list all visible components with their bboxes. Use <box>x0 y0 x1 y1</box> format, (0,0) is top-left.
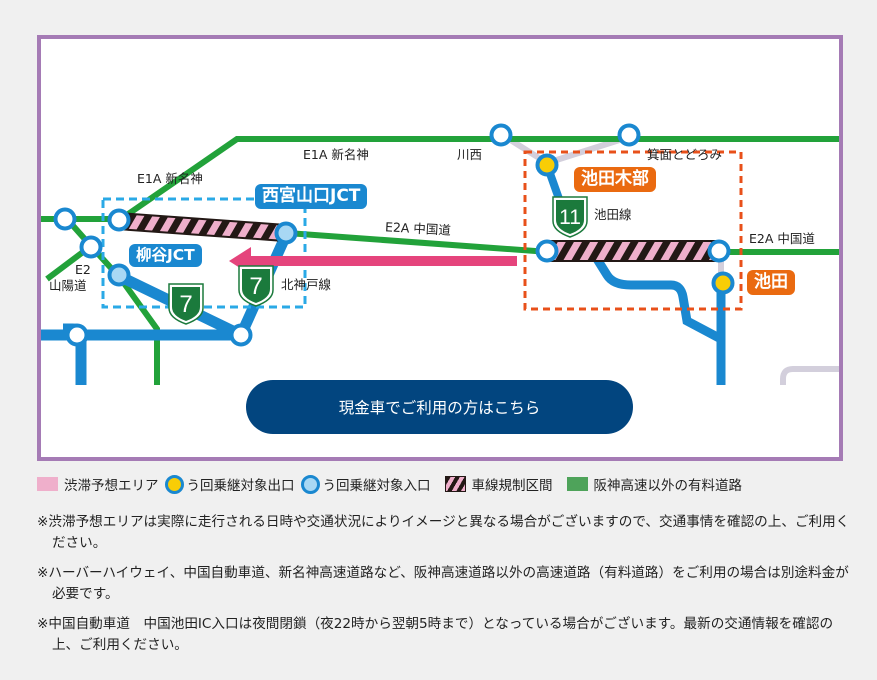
legend-label: う回乗継対象出口 <box>186 478 295 494</box>
route-map: 7 7 11 E1A 新名神 E1A 新名神 E2A 中国道 E2A 中国道 E… <box>37 35 843 461</box>
node-ikeda-exit <box>711 271 735 295</box>
exit-badge-ikeda: 池田 <box>747 270 795 295</box>
node-main-left <box>65 323 89 347</box>
svg-text:7: 7 <box>179 291 192 318</box>
note-night-closure: ※中国自動車道 中国池田IC入口は夜間閉鎖（夜22時から翌朝5時まで）となってい… <box>37 616 834 653</box>
label-e2a-right: E2A 中国道 <box>749 231 815 246</box>
label-e1a-left: E1A 新名神 <box>137 171 203 186</box>
map-legend: 渋滞予想エリア う回乗継対象出口 う回乗継対象入口 車線規制区間 阪神高速以外の… <box>37 474 756 494</box>
label-sanyo: 山陽道 <box>49 278 87 293</box>
lightblue-circle-icon <box>300 474 320 494</box>
node-nishinomiya-entry <box>274 221 298 245</box>
note-congestion: ※渋滞予想エリアは実際に走行される日時や交通状況によりイメージと異なる場合がござ… <box>37 514 850 551</box>
junction-area-box <box>101 197 307 309</box>
node-kawanishi <box>489 123 513 147</box>
node-yanagitani-entry <box>107 263 131 287</box>
hatch-swatch-icon <box>444 476 466 492</box>
legend-item-detour-entry: う回乗継対象入口 <box>300 474 431 494</box>
junction-badge-nishinomiya-yamaguchi: 西宮山口JCT <box>255 184 368 209</box>
note-other-toll: ※ハーバーハイウェイ、中国自動車道、新名神高速道路など、阪神高速道路以外の高速道… <box>37 565 849 602</box>
legend-label: う回乗継対象入口 <box>322 478 431 494</box>
label-e2: E2 <box>75 262 91 277</box>
exit-area-box <box>523 150 743 311</box>
legend-item-other-toll: 阪神高速以外の有料道路 <box>566 474 743 494</box>
node-ikeda-kibe-exit <box>535 153 559 177</box>
gray-route-bottom-right <box>780 366 839 385</box>
node-left-1 <box>53 207 77 231</box>
congestion-swatch-icon <box>37 477 58 491</box>
legend-label: 車線規制区間 <box>471 478 553 494</box>
lane-restriction-west <box>115 211 289 243</box>
label-ikeda-line: 池田線 <box>594 207 632 222</box>
notes: ※渋滞予想エリアは実際に走行される日時や交通状況によりイメージと異なる場合がござ… <box>37 512 852 665</box>
cash-vehicle-button[interactable]: 現金車でご利用の方はこちら <box>246 380 633 434</box>
node-main-right <box>229 323 253 347</box>
exit-badge-ikeda-kibe: 池田木部 <box>574 167 656 192</box>
map-canvas: 7 7 11 <box>41 123 839 385</box>
route-shield-7-right: 7 <box>238 265 274 307</box>
node-minoh <box>617 123 641 147</box>
green-swatch-icon <box>566 477 588 491</box>
legend-item-congestion: 渋滞予想エリア <box>37 474 159 494</box>
svg-text:7: 7 <box>249 273 262 300</box>
node-ikeda-west <box>535 239 559 263</box>
node-e1a-jct <box>107 208 131 232</box>
label-e1a-upper: E1A 新名神 <box>303 147 369 162</box>
legend-item-lane-restriction: 車線規制区間 <box>444 474 553 494</box>
label-minoh-todoromi: 箕面とどろみ <box>647 147 723 162</box>
legend-label: 渋滞予想エリア <box>64 478 159 494</box>
node-left-2 <box>79 235 103 259</box>
route-shield-7-left: 7 <box>168 283 204 325</box>
svg-text:11: 11 <box>559 206 581 229</box>
legend-item-detour-exit: う回乗継対象出口 <box>164 474 295 494</box>
route-shield-11: 11 <box>552 196 588 238</box>
blue-route-ikeda-lower <box>593 256 724 343</box>
lane-restriction-ikeda <box>546 240 722 262</box>
junction-badge-yanagitani: 柳谷JCT <box>129 244 202 268</box>
yellow-circle-icon <box>164 474 184 494</box>
label-kita-kobe-line: 北神戸線 <box>281 277 332 292</box>
label-e2a-mid: E2A 中国道 <box>384 219 452 238</box>
label-kawanishi: 川西 <box>457 147 483 162</box>
node-ikeda-east <box>707 239 731 263</box>
legend-label: 阪神高速以外の有料道路 <box>593 478 743 494</box>
